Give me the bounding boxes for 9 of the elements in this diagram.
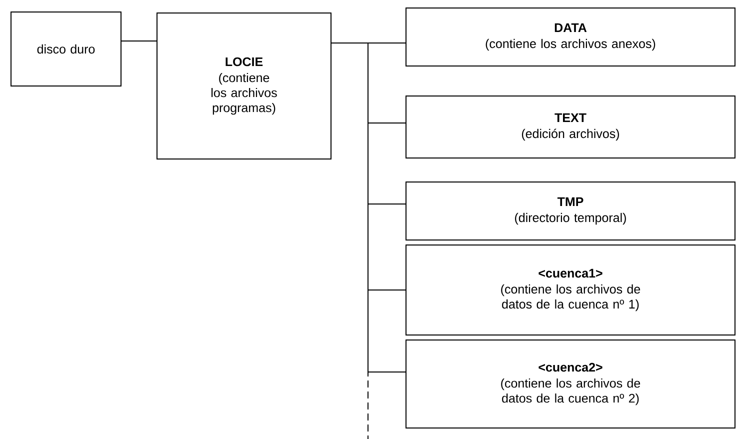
- folder-box: TMP (directorio temporal): [406, 182, 736, 240]
- folder-box: <cuenca2> (contiene los archivos de datos de la cuenca nº 2): [406, 340, 736, 428]
- folder-box: DATA (contiene los archivos anexos): [406, 8, 736, 66]
- connector-line: [331, 42, 368, 439]
- connector-line: [121, 40, 157, 42]
- folder-box: LOCIE (contiene los archivos programas): [156, 12, 332, 160]
- folder-box: <cuenca1> (contiene los archivos de datos de la cuenca nº 1): [406, 244, 736, 336]
- folder-box: disco duro: [10, 12, 122, 86]
- folder-box: TEXT (edición archivos): [406, 96, 736, 158]
